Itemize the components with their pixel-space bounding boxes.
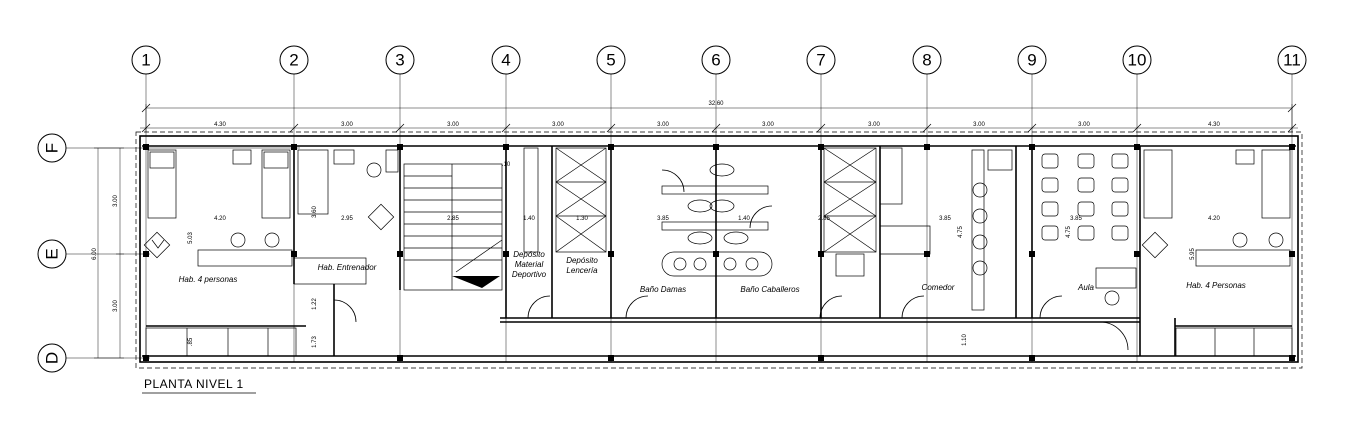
dim-bay: 3.00 <box>973 122 985 128</box>
dim-misc-item: .85 <box>188 337 194 346</box>
dim-vertical: 3.00 <box>113 195 119 207</box>
kitchen-fixtures <box>823 147 931 277</box>
grid-label-10: 10 <box>1128 51 1147 70</box>
grid-label-7: 7 <box>816 51 825 70</box>
room-comedor: Comedor <box>922 283 955 292</box>
dim-bay: 4.30 <box>1208 122 1220 128</box>
room-deposito-lenceria: Depósito Lencería <box>566 256 598 275</box>
interior-walls <box>146 146 1292 356</box>
dim-rooms: 4.20 2.95 2.85 1.40 1.30 3.85 1.40 2.85 … <box>214 216 1220 222</box>
dim-misc-item: .10 <box>502 162 511 168</box>
grid-label-9: 9 <box>1027 51 1036 70</box>
storage-shelving <box>523 147 607 253</box>
dim-bay: 3.00 <box>657 122 669 128</box>
dim-misc-item: 5.03 <box>188 232 194 244</box>
grid-label-1: 1 <box>141 51 150 70</box>
grid-column-bubbles: 1 2 3 4 5 6 7 8 9 10 11 <box>131 45 1307 75</box>
bedroom-right-furniture <box>1141 149 1293 357</box>
dim-room: 1.40 <box>523 216 535 222</box>
dim-room: 1.30 <box>576 216 588 222</box>
dim-overall: 32.60 <box>708 101 724 107</box>
dim-room: 1.40 <box>738 216 750 222</box>
dim-misc-item: 4.75 <box>1066 226 1072 238</box>
dim-bay: 3.00 <box>868 122 880 128</box>
room-hab-right: Hab. 4 Personas <box>1186 281 1246 290</box>
structural-columns <box>143 144 1295 361</box>
grid-label-E: E <box>43 248 62 259</box>
dim-room: 2.85 <box>447 216 459 222</box>
dim-bay: 3.00 <box>1078 122 1090 128</box>
dim-room: 4.20 <box>1208 216 1220 222</box>
grid-label-6: 6 <box>711 51 720 70</box>
dim-misc-item: 1.10 <box>962 334 968 346</box>
dimension-lines-top <box>140 104 1298 132</box>
room-bano-caballeros: Baño Caballeros <box>740 285 799 294</box>
dim-misc-item: 1.73 <box>312 336 318 348</box>
classroom-chairs <box>1041 153 1137 306</box>
grid-label-4: 4 <box>501 51 510 70</box>
dim-room: 4.20 <box>214 216 226 222</box>
dim-room: 3.85 <box>1070 216 1082 222</box>
dining-tables <box>971 149 1013 311</box>
dim-misc-item: 4.75 <box>958 226 964 238</box>
dim-misc-item: 3.60 <box>312 206 318 218</box>
dim-room: 2.85 <box>818 216 830 222</box>
dim-bay: 3.00 <box>552 122 564 128</box>
dim-bay: 3.00 <box>447 122 459 128</box>
closet-icon <box>143 231 171 259</box>
room-bano-damas: Baño Damas <box>640 285 686 294</box>
plan-title: PLANTA NIVEL 1 <box>144 377 244 391</box>
womens-bathroom-fixtures <box>661 163 773 277</box>
grid-row-bubbles: F E D <box>37 133 67 373</box>
room-deposito-material: Depósito Material Deportivo <box>512 250 546 279</box>
dim-room: 3.85 <box>657 216 669 222</box>
grid-label-3: 3 <box>395 51 404 70</box>
room-hab-entrenador: Hab. Entrenador <box>318 263 377 272</box>
grid-label-5: 5 <box>606 51 615 70</box>
dim-room: 2.95 <box>341 216 353 222</box>
bedroom-left-furniture <box>145 149 297 357</box>
stairway <box>403 163 503 291</box>
dim-bay: 4.30 <box>214 122 226 128</box>
dimension-lines-left <box>94 147 124 359</box>
dim-bays: 4.30 3.00 3.00 3.00 3.00 3.00 3.00 3.00 … <box>214 122 1220 128</box>
dim-room: 3.85 <box>939 216 951 222</box>
dim-misc: .10 3.60 5.03 1.22 1.73 .85 4.75 1.10 4.… <box>188 162 1196 348</box>
room-hab-left: Hab. 4 personas <box>179 275 238 284</box>
dim-bay: 3.00 <box>762 122 774 128</box>
dim-bay: 3.00 <box>341 122 353 128</box>
grid-label-11: 11 <box>1283 51 1301 70</box>
dim-vertical: 3.00 <box>113 300 119 312</box>
dimension-ticks-top <box>141 103 1297 133</box>
grid-label-8: 8 <box>922 51 931 70</box>
grid-label-F: F <box>43 143 62 153</box>
trainer-room-furniture <box>293 149 399 285</box>
stair-arrow-icon <box>452 276 500 288</box>
dim-misc-item: 5.95 <box>1190 248 1196 260</box>
dim-vertical-total: 6.00 <box>92 248 98 260</box>
grid-label-D: D <box>43 352 62 364</box>
dim-misc-item: 1.22 <box>312 298 318 310</box>
grid-label-2: 2 <box>289 51 298 70</box>
room-aula: Aula <box>1077 283 1095 292</box>
door-swings <box>333 169 1129 351</box>
